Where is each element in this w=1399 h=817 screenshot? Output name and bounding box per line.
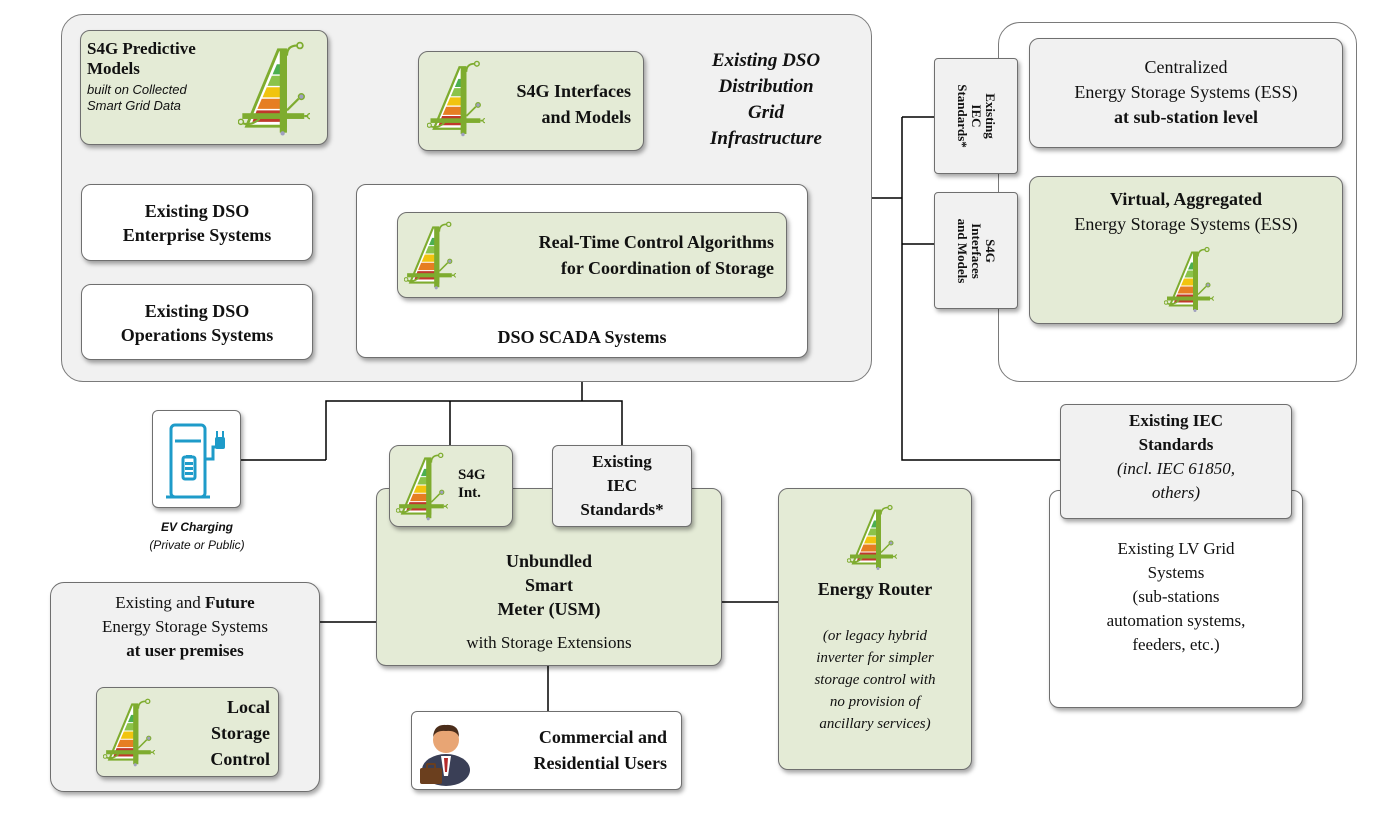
enterprise-line: Enterprise Systems <box>122 225 272 245</box>
local-storage-line: Control <box>210 749 270 769</box>
users-line: Residential Users <box>533 753 668 773</box>
local-storage-control-box: Local Storage Control <box>96 687 279 777</box>
s4g-logo-icon <box>103 698 155 767</box>
local-storage-line: Local <box>227 697 270 717</box>
scada-label: DSO SCADA Systems <box>497 327 667 347</box>
commercial-residential-users-box: Commercial and Residential Users <box>411 711 682 790</box>
centralized-line1: Centralized <box>1144 57 1228 77</box>
operations-line: Operations Systems <box>120 325 274 345</box>
interfaces-line: and Models <box>541 107 631 127</box>
ev-charger-tile <box>152 410 241 508</box>
ev-charging-label: EV Charging <box>160 520 233 534</box>
lv-grid-line: Systems <box>1147 563 1205 582</box>
lv-iec-title-line: Existing IEC <box>1129 411 1223 430</box>
s4g-interfaces-tab: S4G Interfaces and Models <box>934 192 1018 309</box>
user-storage-line1: Existing and <box>115 593 205 612</box>
lv-grid-line: Existing LV Grid <box>1117 539 1235 558</box>
businessman-icon <box>420 724 470 786</box>
interfaces-line: S4G Interfaces <box>516 81 631 101</box>
energy-router-note-line: (or legacy hybrid <box>822 628 928 644</box>
usm-iec-line: IEC <box>606 476 638 495</box>
usm-iec-line: Standards* <box>580 500 664 519</box>
existing-lv-grid-systems-box: Existing LV Grid Systems (sub-stations a… <box>1049 490 1303 708</box>
user-storage-line3: at user premises <box>126 641 244 660</box>
realtime-line: Real-Time Control Algorithms <box>538 232 774 252</box>
centralized-line3: at sub-station level <box>1114 107 1258 127</box>
s4g-logo-icon <box>1164 246 1214 312</box>
lv-iec-note-line: others) <box>1151 483 1201 502</box>
realtime-line: for Coordination of Storage <box>560 258 774 278</box>
energy-router-note-line: ancillary services) <box>819 716 931 732</box>
s4g-logo-icon <box>396 452 448 521</box>
usm-iec-line: Existing <box>592 452 652 471</box>
predictive-subtitle-line: built on Collected <box>87 82 187 97</box>
usm-existing-iec-standards-box: Existing IEC Standards* <box>552 445 692 527</box>
centralized-ess-box: Centralized Energy Storage Systems (ESS)… <box>1029 38 1343 148</box>
local-storage-line: Storage <box>211 723 270 743</box>
predictive-title-line: Models <box>87 59 140 78</box>
users-line: Commercial and <box>538 727 667 747</box>
lv-grid-line: (sub-stations <box>1132 587 1220 606</box>
energy-router-note-line: storage control with <box>814 672 936 688</box>
s4g-predictive-models-box: S4G Predictive Models built on Collected… <box>80 30 328 145</box>
lv-grid-line: automation systems, <box>1106 611 1246 630</box>
energy-router-title: Energy Router <box>817 579 933 599</box>
dso-region-title: Existing DSO Distribution Grid Infrastru… <box>710 50 822 149</box>
centralized-line2: Energy Storage Systems (ESS) <box>1074 82 1298 102</box>
user-premises-storage-box: Existing and Future Energy Storage Syste… <box>50 582 320 792</box>
existing-dso-operations-systems-box: Existing DSO Operations Systems <box>81 284 313 360</box>
enterprise-line: Existing DSO <box>144 201 250 221</box>
real-time-control-algorithms-box: Real-Time Control Algorithms for Coordin… <box>397 212 787 298</box>
s4g-interfaces-models-box: S4G Interfaces and Models <box>418 51 644 151</box>
usm-title-line: Smart <box>525 575 573 595</box>
predictive-title-line: S4G Predictive <box>87 39 196 58</box>
lv-existing-iec-standards-box: Existing IEC Standards (incl. IEC 61850,… <box>1060 404 1292 519</box>
existing-iec-standards-tab: Existing IEC Standards* <box>934 58 1018 174</box>
usm-subtitle: with Storage Extensions <box>466 633 632 652</box>
usm-title-line: Unbundled <box>505 551 593 571</box>
lv-iec-title-line: Standards <box>1138 435 1214 454</box>
lv-iec-note-line: (incl. IEC 61850, <box>1116 459 1236 478</box>
energy-router-box: Energy Router (or legacy hybrid inverter… <box>778 488 972 770</box>
s4g-logo-icon <box>404 221 456 290</box>
predictive-subtitle-line: Smart Grid Data <box>87 98 181 113</box>
virtual-line2: Energy Storage Systems (ESS) <box>1074 214 1298 234</box>
s4g-logo-icon <box>427 60 485 137</box>
energy-router-note-line: no provision of <box>829 694 921 710</box>
energy-router-note-line: inverter for simpler <box>816 650 934 666</box>
virtual-aggregated-ess-box: Virtual, Aggregated Energy Storage Syste… <box>1029 176 1343 324</box>
s4g-logo-icon <box>847 504 897 570</box>
operations-line: Existing DSO <box>144 301 250 321</box>
s4g-int-line: S4G <box>458 467 486 483</box>
lv-grid-line: feeders, etc.) <box>1132 635 1220 654</box>
virtual-line1: Virtual, Aggregated <box>1110 189 1262 209</box>
existing-dso-enterprise-systems-box: Existing DSO Enterprise Systems <box>81 184 313 261</box>
ev-charging-sublabel: (Private or Public) <box>149 538 245 552</box>
s4g-int-box: S4G Int. <box>389 445 513 527</box>
dso-scada-systems-box: Real-Time Control Algorithms for Coordin… <box>356 184 808 358</box>
ev-charger-icon <box>166 423 225 499</box>
user-storage-line2: Energy Storage Systems <box>102 617 268 636</box>
usm-title-line: Meter (USM) <box>497 599 601 619</box>
user-storage-line1-bold: Future <box>204 593 255 612</box>
s4g-int-line: Int. <box>458 485 481 501</box>
s4g-logo-icon <box>238 41 310 136</box>
